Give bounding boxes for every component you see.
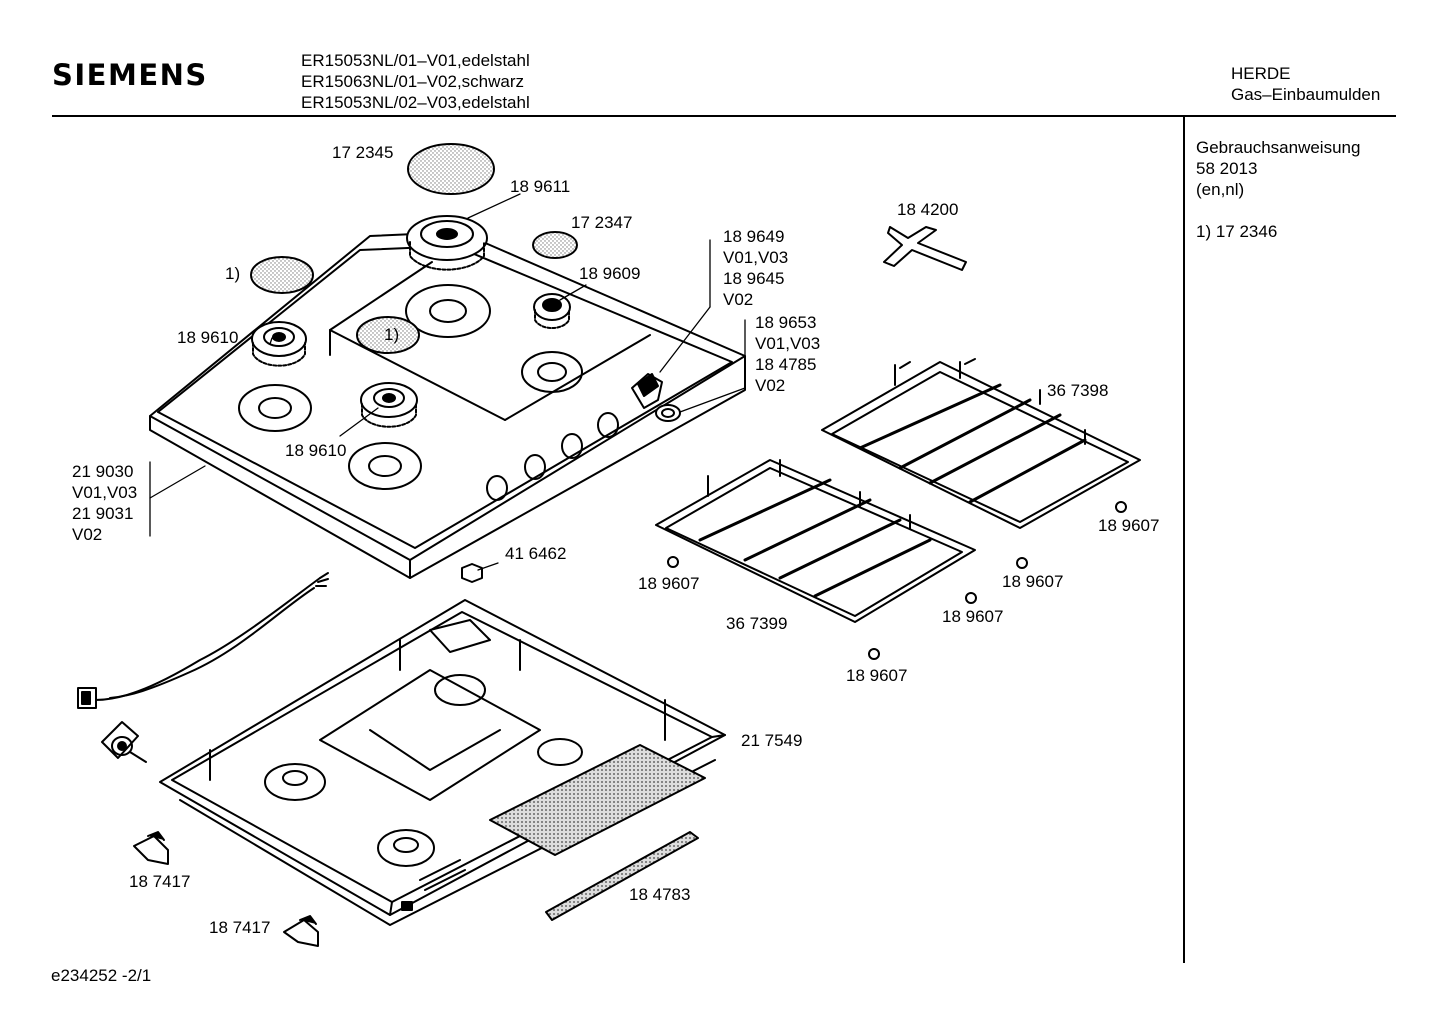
label-18-9607-e: 18 9607 xyxy=(1098,516,1160,535)
seal-strip xyxy=(545,831,699,921)
label-21-7549: 21 7549 xyxy=(741,731,803,750)
sidebar-notes: Gebrauchsanweisung 58 2013 (en,nl) 1) 17… xyxy=(1196,137,1360,242)
burner-head-small xyxy=(533,293,571,330)
knob-variant-2: V02 xyxy=(723,290,754,309)
burner-cap-medium-2 xyxy=(356,316,420,354)
knob-part-2: 18 9645 xyxy=(723,269,785,288)
model-list: ER15053NL/01–V01,edelstahl ER15063NL/01–… xyxy=(301,50,530,113)
knob-variant-1: V01,V03 xyxy=(723,248,789,267)
label-18-9607-d: 18 9607 xyxy=(1002,572,1064,591)
rubber-foot-5 xyxy=(1115,501,1127,513)
model-line-1: ER15053NL/01–V01,edelstahl xyxy=(301,51,530,70)
label-note-1b: 1) xyxy=(384,325,400,344)
label-ring-group: 18 9653 V01,V03 18 4785 V02 xyxy=(755,312,820,396)
wok-support xyxy=(883,226,967,271)
mounting-bracket-2 xyxy=(283,915,319,947)
burner-cap-small xyxy=(532,231,578,259)
doc-title: Gebrauchsanweisung xyxy=(1196,138,1361,157)
rubber-foot-4 xyxy=(1016,557,1028,569)
label-18-7417-b: 18 7417 xyxy=(209,918,271,937)
burner-cap-large xyxy=(407,143,495,195)
burner-recess-1 xyxy=(405,284,491,338)
ring-variant-2: V02 xyxy=(755,376,786,395)
model-line-3: ER15053NL/02–V03,edelstahl xyxy=(301,93,530,112)
label-17-2345: 17 2345 xyxy=(332,143,394,162)
label-note-1a: 1) xyxy=(225,264,241,283)
pan-support-left xyxy=(655,459,976,623)
burner-head-large xyxy=(406,215,488,271)
top-variant-1: V01,V03 xyxy=(72,483,138,502)
label-18-7417-a: 18 7417 xyxy=(129,872,191,891)
category: HERDE Gas–Einbaumulden xyxy=(1231,63,1380,105)
burner-recess-3 xyxy=(238,384,312,432)
knob-hole-4 xyxy=(597,412,619,438)
top-part-2: 21 9031 xyxy=(72,504,134,523)
label-18-9610-a: 18 9610 xyxy=(177,328,239,347)
pan-support-right xyxy=(821,358,1141,529)
hob-top-panel xyxy=(149,231,746,579)
label-36-7398: 36 7398 xyxy=(1047,381,1109,400)
label-36-7399: 36 7399 xyxy=(726,614,788,633)
label-18-9607-c: 18 9607 xyxy=(942,607,1004,626)
label-18-4200: 18 4200 xyxy=(897,200,959,219)
model-line-2: ER15063NL/01–V02,schwarz xyxy=(301,72,525,91)
burner-recess-4 xyxy=(348,442,422,490)
label-knob-group: 18 9649 V01,V03 18 9645 V02 xyxy=(723,226,788,310)
burner-cap-medium-1 xyxy=(250,256,314,294)
top-part-1: 21 9030 xyxy=(72,462,134,481)
label-top-group: 21 9030 V01,V03 21 9031 V02 xyxy=(72,461,137,545)
label-18-9607-b: 18 9607 xyxy=(846,666,908,685)
label-18-9609: 18 9609 xyxy=(579,264,641,283)
footnote: 1) 17 2346 xyxy=(1196,222,1278,241)
category-line-2: Gas–Einbaumulden xyxy=(1231,85,1381,104)
knob-hole-3 xyxy=(561,433,583,459)
ring-variant-1: V01,V03 xyxy=(755,334,821,353)
brand-logo: SIEMENS xyxy=(52,58,208,92)
label-18-4783: 18 4783 xyxy=(629,885,691,904)
rubber-foot-2 xyxy=(868,648,880,660)
cable-clamp xyxy=(101,721,147,763)
rubber-foot-1 xyxy=(667,556,679,568)
label-18-9610-b: 18 9610 xyxy=(285,441,347,460)
mounting-bracket-1 xyxy=(133,831,169,865)
control-knob xyxy=(631,373,663,409)
power-cable xyxy=(77,572,329,709)
bottom-tray xyxy=(159,599,726,926)
small-clip xyxy=(461,563,483,583)
label-17-2347: 17 2347 xyxy=(571,213,633,232)
label-18-9611: 18 9611 xyxy=(510,177,571,196)
knob-hole-2 xyxy=(524,454,546,480)
label-18-9607-a: 18 9607 xyxy=(638,574,700,593)
ring-part-2: 18 4785 xyxy=(755,355,817,374)
label-41-6462: 41 6462 xyxy=(505,544,567,563)
leader-lines xyxy=(149,193,746,571)
ring-part-1: 18 9653 xyxy=(755,313,817,332)
category-line-1: HERDE xyxy=(1231,64,1291,83)
doc-number: 58 2013 xyxy=(1196,159,1258,178)
knob-ring xyxy=(655,404,681,422)
footer-code: e234252 -2/1 xyxy=(51,966,152,985)
doc-langs: (en,nl) xyxy=(1196,180,1245,199)
knob-part-1: 18 9649 xyxy=(723,227,785,246)
knob-hole-1 xyxy=(486,475,508,501)
burner-recess-2 xyxy=(521,351,583,393)
rubber-foot-3 xyxy=(965,592,977,604)
top-variant-2: V02 xyxy=(72,525,103,544)
burner-head-medium-left xyxy=(251,321,307,367)
